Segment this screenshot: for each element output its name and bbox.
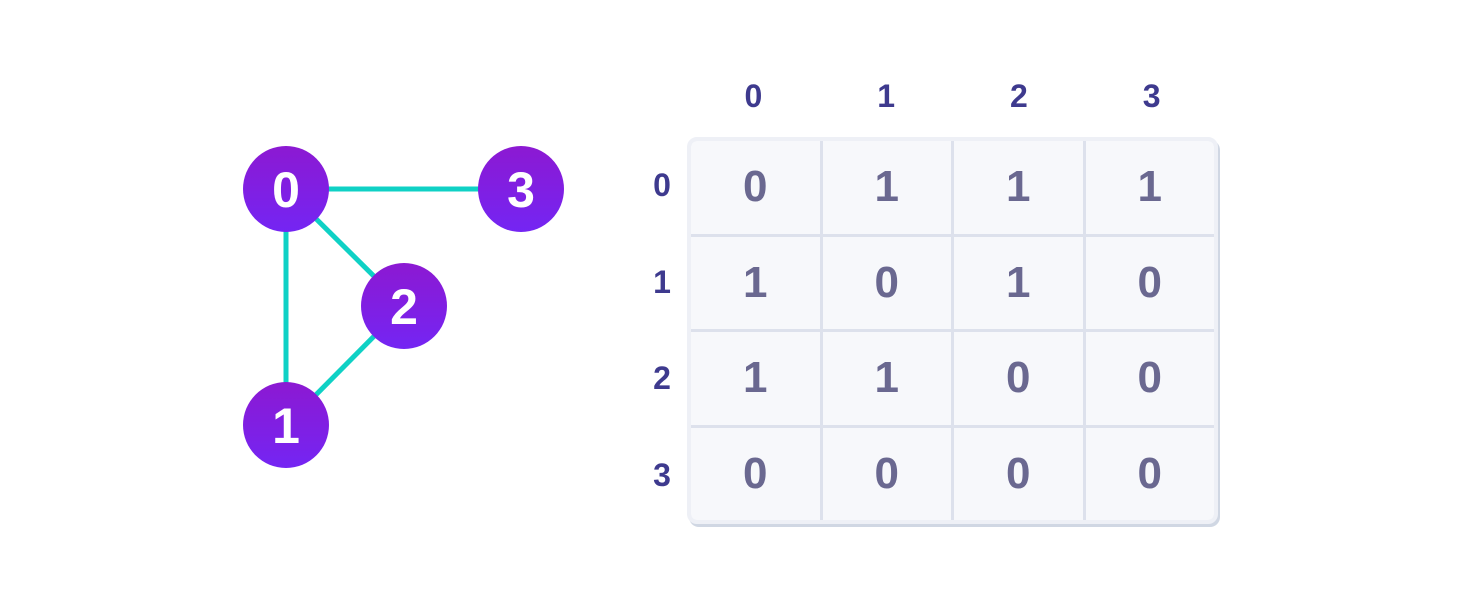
graph-node-3: 3 [478, 146, 564, 232]
graph-node-1: 1 [243, 382, 329, 468]
matrix-cell-1-3: 0 [1085, 236, 1214, 329]
matrix-cell-0-3: 1 [1085, 141, 1214, 234]
matrix-col-header-3: 3 [1142, 78, 1161, 114]
matrix-cell-2-1: 1 [822, 332, 951, 425]
matrix-cell-0-0: 0 [691, 141, 820, 234]
graph-node-circle-3 [478, 146, 564, 232]
matrix-cell-1-2: 1 [954, 236, 1083, 329]
graph-node-label-2: 2 [390, 279, 418, 335]
graph-node-label-0: 0 [272, 162, 300, 218]
matrix-cell-0-1: 1 [822, 141, 951, 234]
matrix-cell-3-1: 0 [822, 427, 951, 520]
graph-node-circle-0 [243, 146, 329, 232]
graph-node-label-1: 1 [272, 398, 300, 454]
matrix-row-header-3: 3 [653, 457, 671, 494]
matrix-cell-1-1: 0 [822, 236, 951, 329]
matrix-col-header-0: 0 [744, 78, 763, 114]
matrix-cell-2-2: 0 [954, 332, 1083, 425]
matrix-row-headers: 0 1 2 3 [644, 137, 680, 524]
matrix-cell-2-3: 0 [1085, 332, 1214, 425]
graph-node-0: 0 [243, 146, 329, 232]
graph-node-circle-1 [243, 382, 329, 468]
matrix-cell-0-2: 1 [954, 141, 1083, 234]
matrix-col-header-1: 1 [877, 78, 896, 114]
graph-canvas: 0 1 2 3 [243, 146, 564, 468]
graph-node-circle-2 [361, 263, 447, 349]
matrix-cell-3-2: 0 [954, 427, 1083, 520]
matrix-row-header-0: 0 [653, 166, 671, 203]
graph-node-label-3: 3 [507, 162, 535, 218]
matrix-col-header-2: 2 [1009, 78, 1028, 114]
matrix-row-header-1: 1 [653, 263, 671, 300]
matrix-row-header-2: 2 [653, 360, 671, 397]
matrix-column-headers: 0 1 2 3 [687, 78, 1218, 114]
matrix-cell-3-3: 0 [1085, 427, 1214, 520]
graph-node-2: 2 [361, 263, 447, 349]
matrix-cell-2-0: 1 [691, 332, 820, 425]
matrix-cell-1-0: 1 [691, 236, 820, 329]
matrix-cell-3-0: 0 [691, 427, 820, 520]
